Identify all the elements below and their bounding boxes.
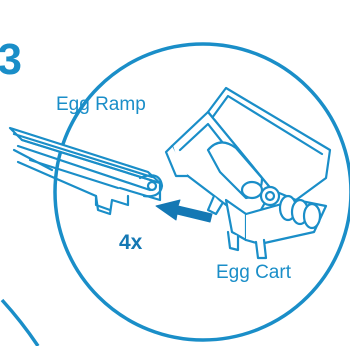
step-number: 3. [0, 38, 22, 82]
egg-ramp-label: Egg Ramp [56, 95, 146, 114]
adjacent-callout-arc [2, 300, 38, 346]
egg-cart-label: Egg Cart [216, 263, 291, 282]
quantity-label: 4x [119, 232, 142, 253]
